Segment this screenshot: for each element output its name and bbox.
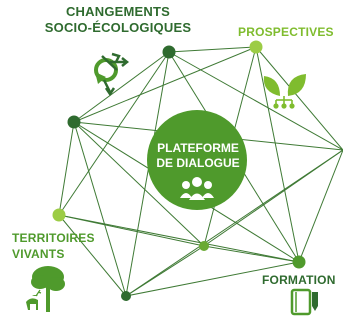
label-prospectives: PROSPECTIVES <box>238 25 334 39</box>
title-changements: CHANGEMENTS SOCIO-ÉCOLOGIQUES <box>43 4 193 36</box>
people-group-icon <box>180 177 214 200</box>
label-territoires-line-2: VIVANTS <box>12 247 65 261</box>
label-formation: FORMATION <box>262 273 336 287</box>
node-bottom <box>121 291 131 301</box>
center-label-line-1: PLATEFORME <box>157 141 239 155</box>
node-formation <box>292 255 306 269</box>
label-territoires-line-1: TERRITOIRES <box>12 231 95 245</box>
tree-deer-icon <box>26 266 65 312</box>
growth-arrows-icon <box>94 52 130 97</box>
title-line-1: CHANGEMENTS <box>65 4 171 19</box>
center-label: PLATEFORME DE DIALOGUE <box>150 141 246 171</box>
node-center-bottom <box>199 241 209 251</box>
center-node <box>147 110 247 210</box>
node-left-upper <box>67 115 81 129</box>
node-changements <box>162 45 176 59</box>
node-territoires <box>52 208 66 222</box>
node-prospectives <box>249 40 263 54</box>
title-line-2: SOCIO-ÉCOLOGIQUES <box>44 20 192 35</box>
center-label-line-2: DE DIALOGUE <box>156 156 240 170</box>
label-territoires: TERRITOIRES VIVANTS <box>12 230 95 262</box>
notebook-icon <box>290 288 318 316</box>
circuit-leaf-icon <box>263 74 306 109</box>
